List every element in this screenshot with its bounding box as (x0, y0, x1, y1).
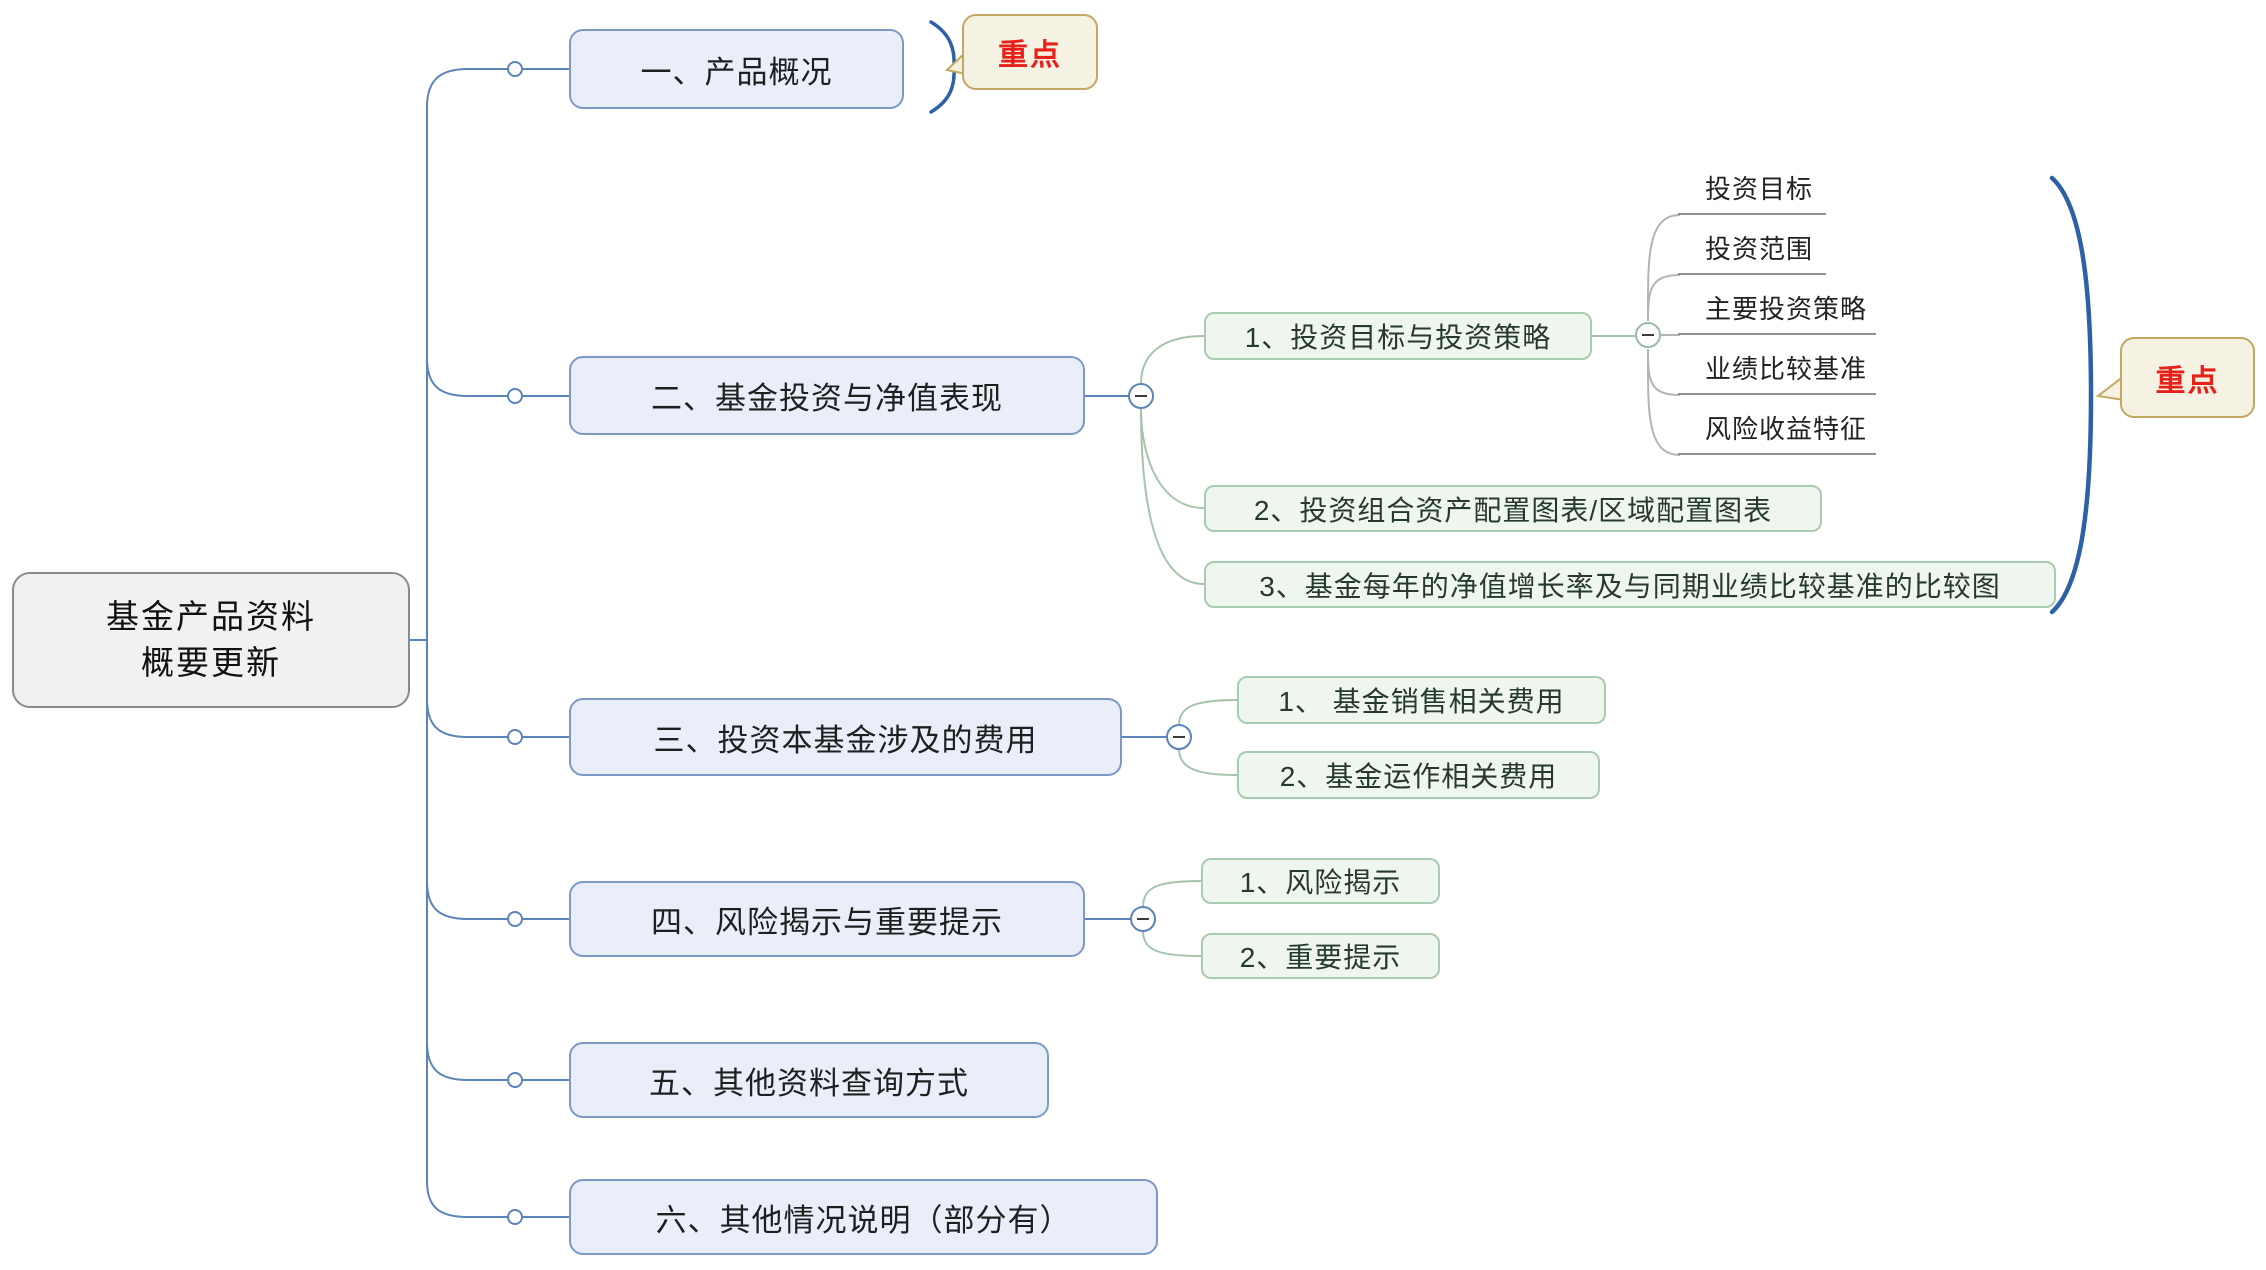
branch-node-other-info-query[interactable]: 五、其他资料查询方式 (569, 1042, 1049, 1118)
subtopic-risk-return-profile[interactable]: 风险收益特征 (1678, 409, 1876, 455)
root-node[interactable]: 基金产品资料 概要更新 (12, 572, 410, 708)
branch-node-fees[interactable]: 三、投资本基金涉及的费用 (569, 698, 1122, 776)
root-label-line1: 基金产品资料 (106, 597, 316, 635)
topic-label: 2、投资组合资产配置图表/区域配置图表 (1253, 494, 1773, 526)
topic-important-notice[interactable]: 2、重要提示 (1201, 933, 1440, 979)
callout-label: 重点 (998, 39, 1062, 72)
subtopic-performance-benchmark[interactable]: 业绩比较基准 (1678, 349, 1876, 395)
branch-label: 五、其他资料查询方式 (649, 1065, 969, 1101)
subtopic-label: 主要投资策略 (1705, 294, 1868, 324)
callout-label: 重点 (2155, 364, 2220, 398)
branch-node-investment-performance[interactable]: 二、基金投资与净值表现 (569, 356, 1085, 435)
subtopic-label: 投资目标 (1705, 174, 1814, 204)
subtopic-label: 业绩比较基准 (1705, 354, 1868, 384)
branch-node-product-overview[interactable]: 一、产品概况 (569, 29, 904, 109)
subtopic-investment-scope[interactable]: 投资范围 (1678, 229, 1826, 275)
topic-fund-operation-fees[interactable]: 2、基金运作相关费用 (1237, 751, 1600, 799)
subtopic-label: 投资范围 (1705, 234, 1814, 264)
collapse-handle-b6[interactable] (507, 1209, 523, 1225)
subtopic-label: 风险收益特征 (1705, 414, 1868, 444)
branch-label: 二、基金投资与净值表现 (651, 381, 1003, 416)
collapse-minus-button-b4[interactable] (1130, 906, 1156, 932)
topic-label: 1、风险揭示 (1239, 867, 1402, 898)
topic-label: 3、基金每年的净值增长率及与同期业绩比较基准的比较图 (1259, 570, 2001, 602)
child-connectors (1140, 335, 1640, 957)
topic-label: 1、投资目标与投资策略 (1244, 322, 1552, 353)
trunk-connectors (410, 68, 1169, 1218)
collapse-handle-b2[interactable] (507, 388, 523, 404)
topic-risk-disclosure[interactable]: 1、风险揭示 (1201, 858, 1440, 904)
branch-label: 六、其他情况说明（部分有） (655, 1202, 1072, 1238)
subtopic-investment-objective[interactable]: 投资目标 (1678, 169, 1826, 215)
branch-label: 三、投资本基金涉及的费用 (653, 722, 1038, 758)
collapse-minus-button-b3[interactable] (1166, 724, 1192, 750)
subtopic-main-investment-strategy[interactable]: 主要投资策略 (1678, 289, 1876, 335)
collapse-handle-b5[interactable] (507, 1072, 523, 1088)
branch-label: 一、产品概况 (640, 54, 833, 90)
branch-node-risk-disclosure[interactable]: 四、风险揭示与重要提示 (569, 881, 1085, 957)
collapse-handle-b1[interactable] (507, 61, 523, 77)
emphasis-callout-1[interactable]: 重点 (962, 14, 1098, 90)
collapse-handle-b3[interactable] (507, 729, 523, 745)
root-label-line2: 概要更新 (141, 644, 281, 681)
topic-fund-sales-fees[interactable]: 1、 基金销售相关费用 (1237, 676, 1606, 724)
collapse-minus-button-b2c1[interactable] (1635, 322, 1661, 348)
topic-annual-nav-growth-comparison[interactable]: 3、基金每年的净值增长率及与同期业绩比较基准的比较图 (1204, 561, 2056, 608)
emphasis-callout-2[interactable]: 重点 (2120, 337, 2255, 418)
branch-node-other-notes[interactable]: 六、其他情况说明（部分有） (569, 1179, 1158, 1255)
topic-label: 2、重要提示 (1239, 942, 1402, 973)
collapse-minus-button-b2[interactable] (1128, 383, 1154, 409)
topic-label: 1、 基金销售相关费用 (1278, 686, 1565, 717)
topic-label: 2、基金运作相关费用 (1279, 761, 1558, 792)
topic-portfolio-allocation-charts[interactable]: 2、投资组合资产配置图表/区域配置图表 (1204, 485, 1822, 532)
emphasis-brace-large (2049, 175, 2094, 615)
branch-label: 四、风险揭示与重要提示 (651, 904, 1003, 940)
topic-investment-objective-strategy[interactable]: 1、投资目标与投资策略 (1204, 312, 1592, 360)
subtopic-connectors (1646, 214, 1681, 456)
collapse-handle-b4[interactable] (507, 911, 523, 927)
